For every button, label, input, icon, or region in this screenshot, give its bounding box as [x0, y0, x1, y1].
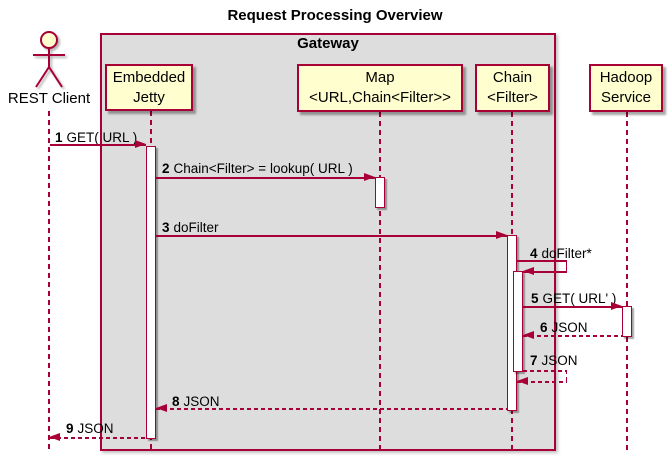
actor-label: REST Client — [7, 90, 91, 107]
activation-chain-nested — [513, 271, 523, 372]
message-3-line — [156, 235, 507, 237]
participant-label-line: Embedded — [112, 68, 186, 86]
arrowhead-left-icon — [156, 404, 167, 412]
message-9-line — [50, 437, 146, 439]
arrowhead-left-icon — [517, 377, 528, 385]
arrowhead-right-icon — [611, 302, 622, 310]
participant-map: Map <URL,Chain<Filter>> — [297, 64, 463, 112]
activation-hadoop-service — [622, 306, 632, 337]
arrowhead-right-icon — [364, 173, 375, 181]
arrowhead-right-icon — [496, 231, 507, 239]
participant-label-line: <URL,Chain<Filter>> — [309, 89, 451, 106]
message-8-line — [156, 408, 507, 410]
message-9-number: 9 — [66, 421, 74, 436]
actor-icon — [33, 31, 65, 88]
message-6-text: JSON — [551, 320, 588, 335]
diagram-title: Request Processing Overview — [227, 7, 443, 24]
arrowhead-left-icon — [49, 433, 60, 441]
message-4-line-bottom — [523, 271, 567, 273]
lifeline-map — [379, 112, 381, 452]
message-3-number: 3 — [162, 220, 170, 235]
lifeline-hadoop-service — [626, 112, 628, 453]
message-1-text: GET( URL ) — [66, 130, 138, 145]
message-4-line-side — [565, 260, 567, 272]
gateway-frame-label: Gateway — [297, 35, 359, 52]
message-6-line — [523, 335, 622, 337]
message-8-text: JSON — [183, 394, 220, 409]
message-3-text: doFilter — [173, 220, 219, 235]
message-5-number: 5 — [531, 291, 539, 306]
participant-label-line: <Filter> — [487, 89, 538, 106]
message-5-line — [523, 306, 622, 308]
message-4-text: doFilter* — [541, 246, 592, 261]
participant-chain: Chain <Filter> — [475, 64, 550, 112]
participant-label-line: Map — [365, 69, 395, 86]
participant-label-line: Chain — [492, 69, 533, 86]
message-4-number: 4 — [530, 246, 538, 261]
message-2-number: 2 — [162, 161, 170, 176]
arrowhead-left-icon — [523, 267, 534, 275]
message-6-number: 6 — [540, 320, 548, 335]
participant-hadoop-service: Hadoop Service — [589, 64, 663, 112]
message-1-line — [50, 144, 146, 146]
message-7-text: JSON — [541, 353, 578, 368]
activation-map — [375, 177, 385, 208]
message-7-line-top — [523, 370, 567, 372]
arrowhead-left-icon — [523, 331, 534, 339]
arrowhead-right-icon — [135, 140, 146, 148]
message-7-number: 7 — [530, 353, 538, 368]
message-2-text: Chain<Filter> = lookup( URL ) — [173, 161, 353, 176]
message-7-line-side — [565, 370, 567, 382]
participant-label-line: Service — [600, 89, 652, 106]
lifeline-rest-client — [48, 111, 50, 453]
message-7-line-bottom — [517, 381, 567, 383]
activation-embedded-jetty — [146, 146, 156, 439]
message-9-text: JSON — [77, 421, 114, 436]
message-4-line-top — [517, 260, 567, 262]
message-1-number: 1 — [55, 130, 63, 145]
message-5-text: GET( URL' ) — [542, 291, 617, 306]
participant-embedded-jetty: Embedded Jetty — [105, 64, 193, 111]
message-2-line — [156, 177, 375, 179]
participant-label-line: Hadoop — [599, 69, 653, 86]
message-8-number: 8 — [172, 394, 180, 409]
participant-label-line: Jetty — [133, 88, 165, 106]
